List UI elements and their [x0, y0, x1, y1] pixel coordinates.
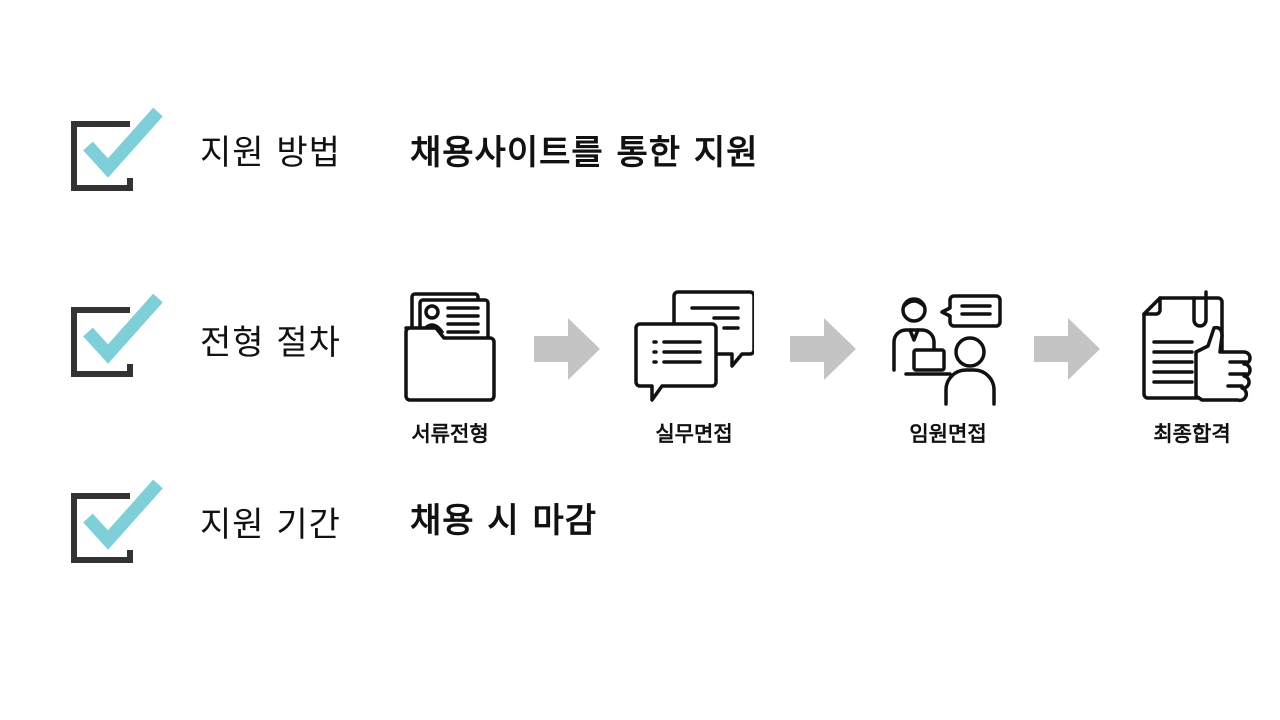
step-label: 최종합격 — [1153, 422, 1231, 446]
step-label: 실무면접 — [655, 422, 733, 446]
checkbox-checked-icon — [68, 290, 164, 386]
step-label: 서류전형 — [411, 422, 489, 446]
arrow-right-icon — [1034, 318, 1100, 380]
arrow-right-icon — [534, 318, 600, 380]
step-label: 임원면접 — [909, 422, 987, 446]
checkbox-checked-icon — [68, 476, 164, 572]
method-label: 지원 방법 — [200, 133, 341, 173]
interview-icon — [888, 288, 1008, 408]
resume-folder-icon — [390, 288, 510, 408]
arrow-right-icon — [790, 318, 856, 380]
method-value: 채용사이트를 통한 지원 — [410, 133, 759, 173]
thumbs-up-document-icon — [1134, 288, 1254, 408]
period-value: 채용 시 마감 — [410, 501, 598, 541]
chat-bubbles-icon — [634, 288, 754, 408]
process-label: 전형 절차 — [200, 323, 341, 363]
checkbox-checked-icon — [68, 104, 164, 200]
period-label: 지원 기간 — [200, 505, 341, 545]
